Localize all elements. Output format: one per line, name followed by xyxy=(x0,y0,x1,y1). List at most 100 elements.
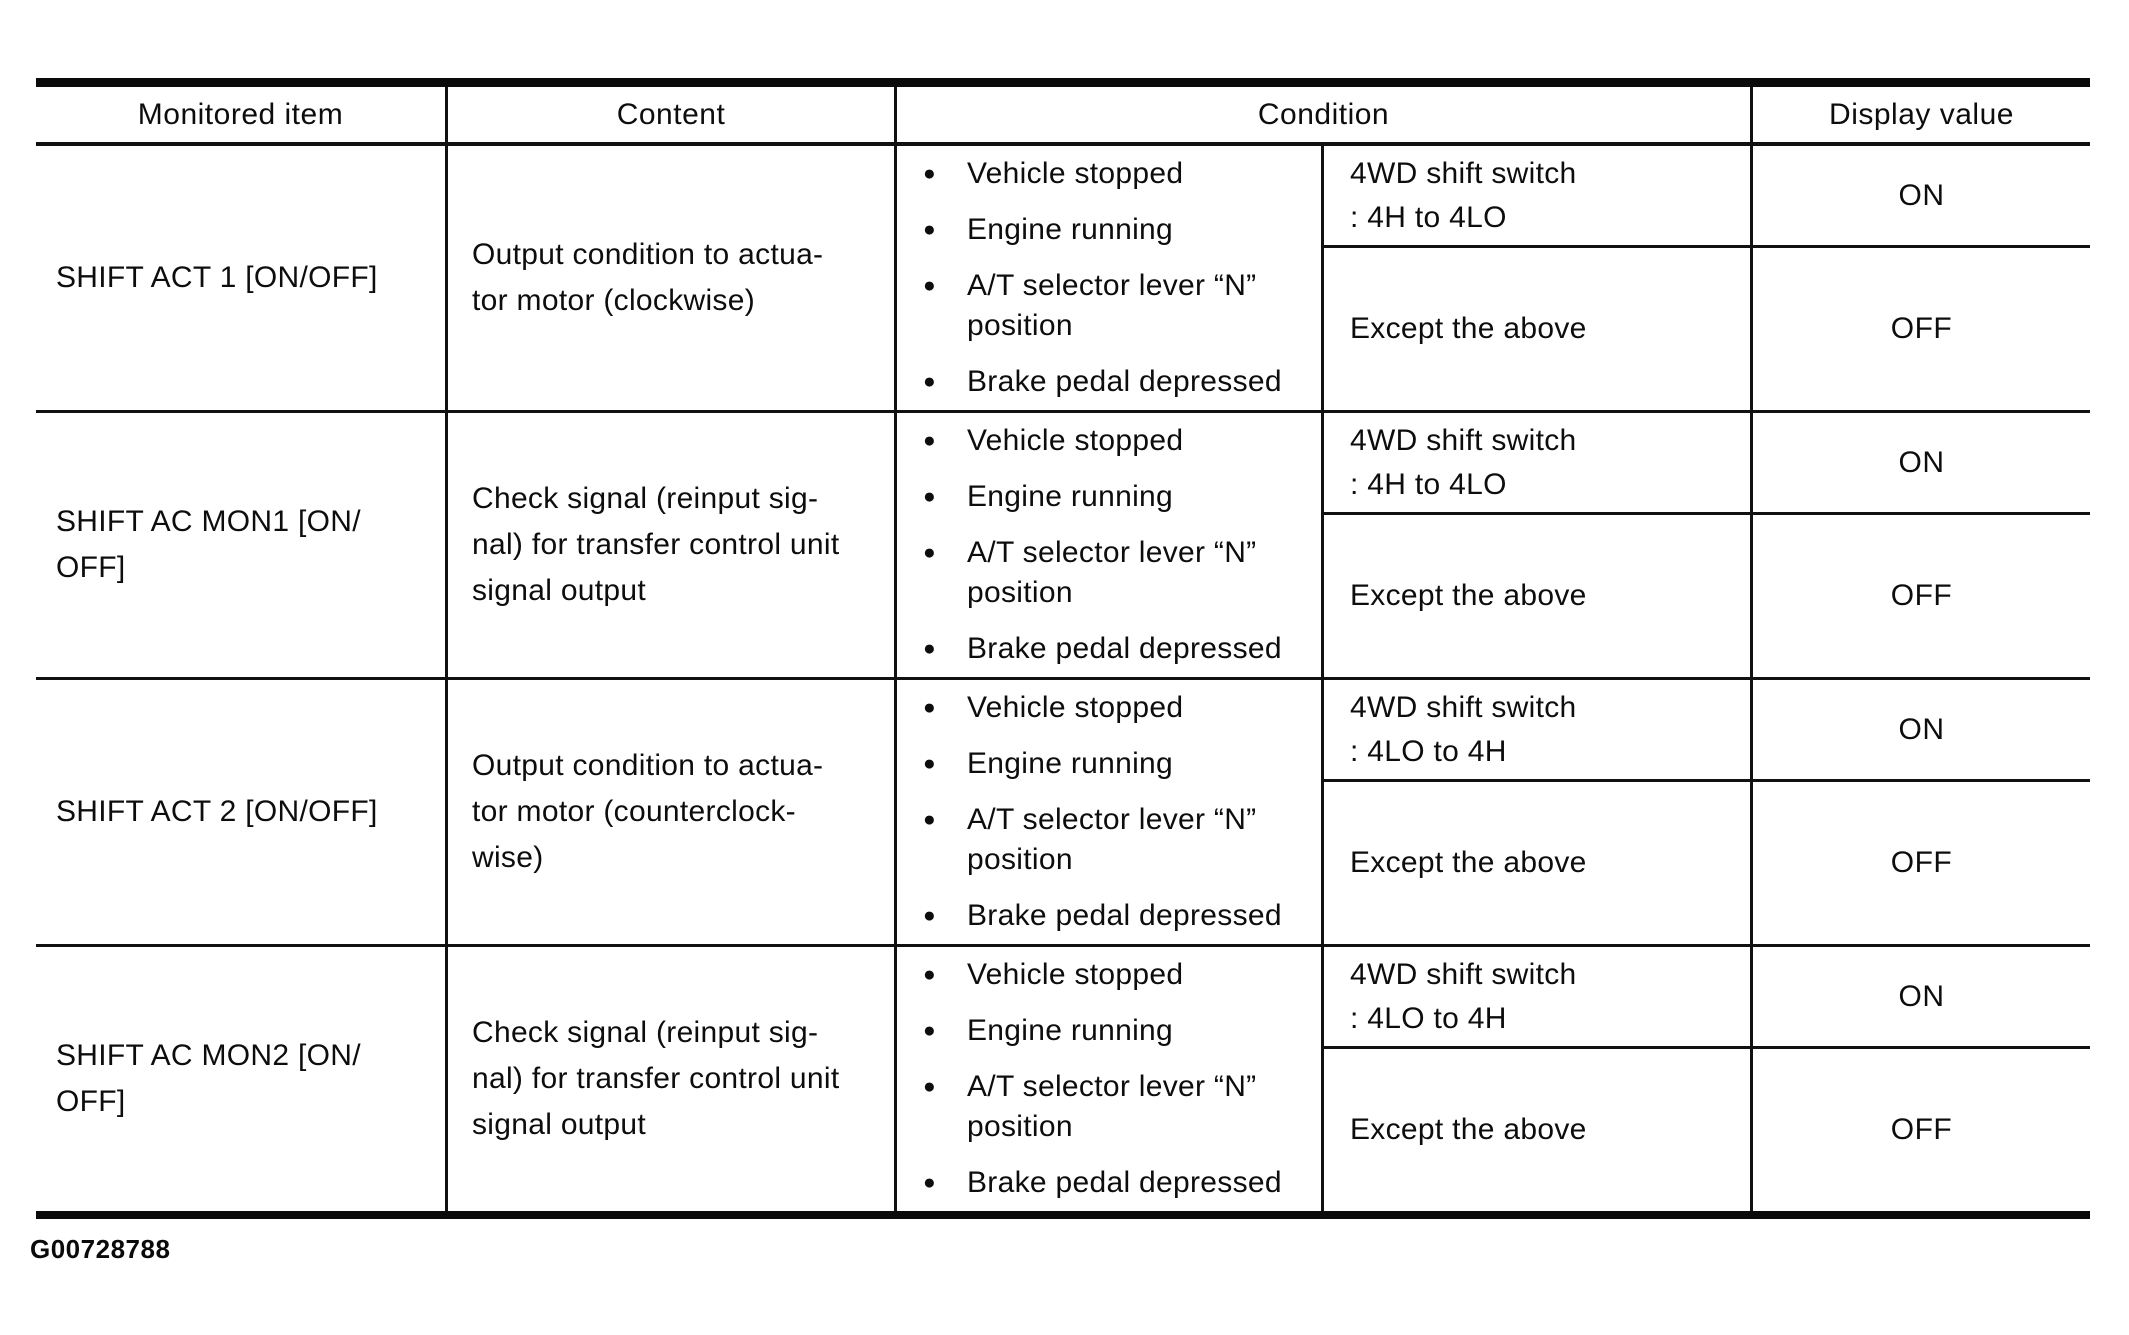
bullet-text: A/T selector lever “N” position xyxy=(967,803,1257,876)
header-condition: Condition xyxy=(894,87,1750,142)
monitored-item-text: OFF] xyxy=(56,551,126,584)
content-text: Check signal (reinput sig- xyxy=(472,1016,819,1049)
condition-bullet: ● Vehicle stopped xyxy=(923,688,1321,728)
content-text: tor motor (counterclock- xyxy=(472,795,796,828)
content-text: signal output xyxy=(472,1108,647,1141)
table-row-shift-act-2: SHIFT ACT 2 [ON/OFF] Output condition to… xyxy=(36,680,2090,947)
table-row-shift-ac-mon1: SHIFT AC MON1 [ON/ OFF] Check signal (re… xyxy=(36,413,2090,680)
content-text: nal) for transfer control unit xyxy=(472,1062,840,1095)
condition-bullet: ● Engine running xyxy=(923,744,1321,784)
content-cell: Output condition to actua- tor motor (co… xyxy=(445,680,894,944)
bullet-text: Vehicle stopped xyxy=(967,691,1184,724)
display-value-cell: OFF xyxy=(1750,248,2090,410)
condition-bullet: ● A/T selector lever “N” position xyxy=(923,533,1321,613)
condition-bullet: ● A/T selector lever “N” position xyxy=(923,266,1321,346)
condition-bullets-cell: ● Vehicle stopped ● Engine running ● A/T… xyxy=(894,680,1321,944)
table-row-shift-act-1: SHIFT ACT 1 [ON/OFF] Output condition to… xyxy=(36,146,2090,413)
content-text: wise) xyxy=(472,841,544,874)
bullet-text: A/T selector lever “N” position xyxy=(967,269,1257,342)
monitored-item-cell: SHIFT ACT 2 [ON/OFF] xyxy=(36,680,445,944)
monitored-item-cell: SHIFT ACT 1 [ON/OFF] xyxy=(36,146,445,410)
content-text: nal) for transfer control unit xyxy=(472,528,840,561)
bullet-text: A/T selector lever “N” position xyxy=(967,536,1257,609)
monitored-item-cell: SHIFT AC MON1 [ON/ OFF] xyxy=(36,413,445,677)
bullet-text: Vehicle stopped xyxy=(967,424,1184,457)
bullet-icon: ● xyxy=(923,162,936,185)
bullet-icon: ● xyxy=(923,696,936,719)
condition-bullet: ● Brake pedal depressed xyxy=(923,629,1321,669)
condition-bullet: ● Vehicle stopped xyxy=(923,154,1321,194)
content-text: Output condition to actua- xyxy=(472,749,824,782)
condition-bullets-cell: ● Vehicle stopped ● Engine running ● A/T… xyxy=(894,146,1321,410)
bullet-icon: ● xyxy=(923,637,936,660)
condition-case-cell: 4WD shift switch : 4LO to 4H xyxy=(1321,947,1750,1049)
bullet-icon: ● xyxy=(923,370,936,393)
monitored-item-text: SHIFT ACT 2 [ON/OFF] xyxy=(56,795,378,828)
bullet-icon: ● xyxy=(923,752,936,775)
content-cell: Check signal (reinput sig- nal) for tran… xyxy=(445,413,894,677)
header-display-value: Display value xyxy=(1750,87,2090,142)
bullet-icon: ● xyxy=(923,904,936,927)
content-cell: Check signal (reinput sig- nal) for tran… xyxy=(445,947,894,1211)
bullet-icon: ● xyxy=(923,808,936,831)
bullet-text: Brake pedal depressed xyxy=(967,632,1282,665)
condition-bullet: ● Vehicle stopped xyxy=(923,955,1321,995)
display-value-cell: ON xyxy=(1750,146,2090,248)
condition-bullets-cell: ● Vehicle stopped ● Engine running ● A/T… xyxy=(894,413,1321,677)
bullet-text: A/T selector lever “N” position xyxy=(967,1070,1257,1143)
bullet-text: Vehicle stopped xyxy=(967,157,1184,190)
condition-bullet: ● Engine running xyxy=(923,477,1321,517)
monitored-item-text: OFF] xyxy=(56,1085,126,1118)
bullet-icon: ● xyxy=(923,1171,936,1194)
bullet-icon: ● xyxy=(923,485,936,508)
monitored-item-text: SHIFT ACT 1 [ON/OFF] xyxy=(56,261,378,294)
bullet-text: Brake pedal depressed xyxy=(967,1166,1282,1199)
bullet-icon: ● xyxy=(923,274,936,297)
condition-case-cell: Except the above xyxy=(1321,782,1750,944)
condition-case-cell: Except the above xyxy=(1321,248,1750,410)
condition-bullet: ● Brake pedal depressed xyxy=(923,362,1321,402)
condition-bullet: ● Vehicle stopped xyxy=(923,421,1321,461)
display-value-cell: OFF xyxy=(1750,1049,2090,1211)
condition-case-cell: 4WD shift switch : 4LO to 4H xyxy=(1321,680,1750,782)
monitored-item-cell: SHIFT AC MON2 [ON/ OFF] xyxy=(36,947,445,1211)
content-text: tor motor (clockwise) xyxy=(472,284,756,317)
condition-bullet: ● A/T selector lever “N” position xyxy=(923,1067,1321,1147)
bullet-text: Brake pedal depressed xyxy=(967,899,1282,932)
bullet-icon: ● xyxy=(923,1019,936,1042)
header-content: Content xyxy=(445,87,894,142)
figure-id-label: G00728788 xyxy=(30,1234,171,1264)
bullet-text: Vehicle stopped xyxy=(967,958,1184,991)
bullet-text: Engine running xyxy=(967,1014,1174,1047)
table-row-shift-ac-mon2: SHIFT AC MON2 [ON/ OFF] Check signal (re… xyxy=(36,947,2090,1211)
display-value-cell: ON xyxy=(1750,413,2090,515)
condition-case-cell: Except the above xyxy=(1321,515,1750,677)
table-header-row: Monitored item Content Condition Display… xyxy=(36,87,2090,146)
condition-case-cell: Except the above xyxy=(1321,1049,1750,1211)
bullet-text: Engine running xyxy=(967,213,1174,246)
bullet-icon: ● xyxy=(923,218,936,241)
condition-bullet: ● Brake pedal depressed xyxy=(923,896,1321,936)
monitor-item-table: Monitored item Content Condition Display… xyxy=(36,78,2090,1219)
bullet-text: Engine running xyxy=(967,480,1174,513)
content-text: Output condition to actua- xyxy=(472,238,824,271)
bullet-icon: ● xyxy=(923,1075,936,1098)
monitored-item-text: SHIFT AC MON2 [ON/ xyxy=(56,1039,361,1072)
content-cell: Output condition to actua- tor motor (cl… xyxy=(445,146,894,410)
content-text: signal output xyxy=(472,574,647,607)
display-value-cell: ON xyxy=(1750,947,2090,1049)
display-value-cell: OFF xyxy=(1750,515,2090,677)
condition-bullet: ● A/T selector lever “N” position xyxy=(923,800,1321,880)
bullet-text: Engine running xyxy=(967,747,1174,780)
bullet-icon: ● xyxy=(923,541,936,564)
bullet-text: Brake pedal depressed xyxy=(967,365,1282,398)
display-value-cell: OFF xyxy=(1750,782,2090,944)
condition-case-cell: 4WD shift switch : 4H to 4LO xyxy=(1321,413,1750,515)
bullet-icon: ● xyxy=(923,963,936,986)
condition-bullet: ● Brake pedal depressed xyxy=(923,1163,1321,1203)
condition-case-cell: 4WD shift switch : 4H to 4LO xyxy=(1321,146,1750,248)
condition-bullet: ● Engine running xyxy=(923,1011,1321,1051)
bullet-icon: ● xyxy=(923,429,936,452)
header-monitored-item: Monitored item xyxy=(137,97,344,131)
monitored-item-text: SHIFT AC MON1 [ON/ xyxy=(56,505,361,538)
